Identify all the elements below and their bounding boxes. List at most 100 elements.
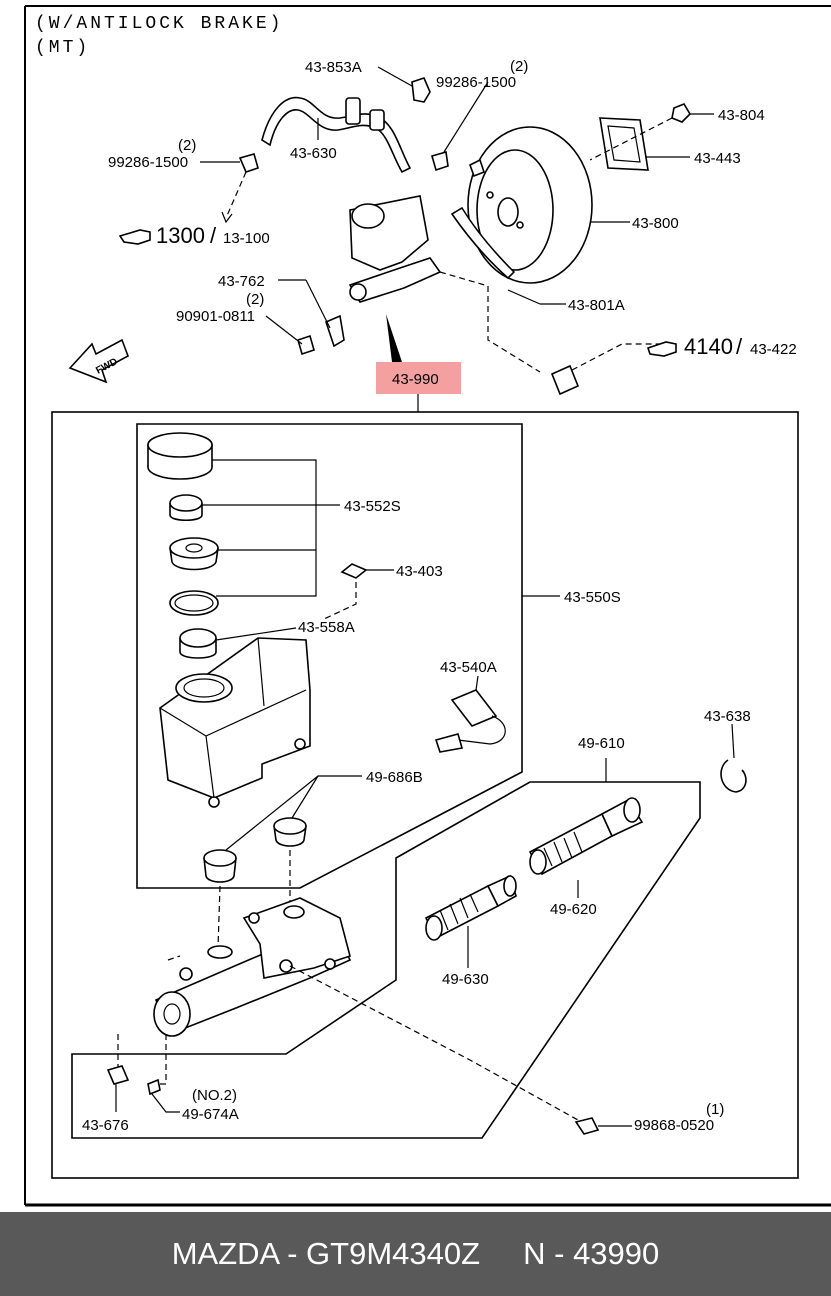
ref-4140: 4140 (684, 334, 733, 359)
label-49-674A: 49-674A (182, 1106, 239, 1123)
dash-line-nut (589, 117, 673, 161)
label-qty: (2) (510, 58, 528, 75)
fwd-arrow-icon: FWD (68, 338, 129, 384)
ref-13-100: 13-100 (223, 230, 270, 247)
label-43-990: 43-990 (392, 371, 439, 388)
parts-diagram: (W/ANTILOCK BRAKE) (MT) (24, 5, 831, 1207)
bolt-90901-0811 (297, 334, 315, 356)
cap-seal (169, 494, 203, 522)
label-43-540A: 43-540A (440, 659, 497, 676)
label-43-638: 43-638 (704, 708, 751, 725)
part-43-403 (340, 563, 368, 579)
nut-43-804 (671, 103, 692, 123)
dash-line-screw (289, 965, 579, 1121)
dash-line (217, 885, 221, 949)
label-49-630: 49-630 (442, 971, 489, 988)
dash-line (154, 1034, 167, 1085)
label-qty: (2) (246, 291, 264, 308)
header-condition: (W/ANTILOCK BRAKE) (35, 14, 283, 34)
grommet-49-686B-left (203, 849, 237, 883)
label-43-443: 43-443 (694, 150, 741, 167)
leader-line (507, 289, 541, 305)
footer-part-text: MAZDA - GT9M4340Z N - 43990 (171, 1236, 660, 1271)
leader-line (265, 315, 303, 345)
dash-line (321, 582, 357, 621)
label-49-620: 49-620 (550, 901, 597, 918)
leader-line (731, 723, 735, 759)
booster-check-valve (469, 158, 485, 178)
part-number-footer: MAZDA - GT9M4340Z N - 43990 (0, 1212, 831, 1296)
label-43-630: 43-630 (290, 145, 337, 162)
level-sensor-43-540A (434, 689, 506, 753)
dash-line (167, 955, 181, 961)
highlight-box (376, 362, 461, 394)
ref-1300: 1300 (156, 223, 205, 248)
gasket-inner (607, 125, 641, 163)
label-43-801A: 43-801A (568, 297, 625, 314)
screw-99868-0520 (574, 1117, 600, 1135)
label-43-558A: 43-558A (298, 619, 355, 636)
leader-line (443, 81, 489, 153)
hand-pointer-icon (118, 229, 151, 245)
reservoir-kit-box-43-550S (136, 423, 523, 889)
clip-43-853A (411, 77, 431, 103)
grommet-43-558A (179, 628, 217, 659)
dash-line (225, 171, 247, 219)
ref-slash: / (210, 223, 217, 248)
o-ring-inner (174, 594, 214, 612)
nut-99286-right (431, 150, 449, 172)
piston-kit-box-49-610 (71, 781, 701, 1139)
stud-2 (516, 221, 524, 229)
arrow-head (221, 211, 233, 224)
cap-49-674A (147, 1078, 161, 1096)
label-49-610: 49-610 (578, 735, 625, 752)
label-99868-0520: 99868-0520 (634, 1117, 714, 1134)
label-43-800: 43-800 (632, 215, 679, 232)
leader-line (475, 675, 479, 691)
sleeve-43-801A (450, 206, 516, 280)
strainer (169, 537, 219, 571)
secondary-piston-49-630 (424, 874, 517, 941)
label-90901-0811: 90901-0811 (176, 308, 255, 325)
bracket-43-762 (325, 314, 345, 348)
dash-line-pushrod (439, 271, 541, 373)
label-no2: (NO.2) (192, 1087, 237, 1104)
hose-clamp-2 (369, 109, 385, 131)
pointer-arrow (386, 314, 402, 362)
assembly-box-43-990 (51, 411, 799, 1179)
label-43-804: 43-804 (718, 107, 765, 124)
ref-43-422: 43-422 (750, 341, 797, 358)
label-43-853A: 43-853A (305, 59, 362, 76)
reservoir-tank (159, 637, 311, 808)
stud (486, 191, 494, 199)
hand-pointer-icon (646, 341, 677, 357)
label-qty: (1) (706, 1101, 724, 1118)
leader-line (151, 1093, 180, 1113)
label-43-676: 43-676 (82, 1117, 129, 1134)
header-transmission: (MT) (35, 38, 90, 58)
nut-99286-left (238, 153, 259, 173)
label-99286-right: 99286-1500 (436, 74, 516, 91)
grommet-49-686B-right (273, 817, 307, 847)
bleeder-43-676 (106, 1065, 130, 1085)
label-qty: (2) (178, 137, 196, 154)
reservoir-cap-top (351, 203, 385, 229)
cylinder-end (349, 283, 367, 301)
gasket-43-443 (599, 117, 649, 171)
ref-slash: / (736, 334, 743, 359)
leader-line (215, 627, 297, 641)
circlip-43-638 (720, 759, 747, 793)
label-49-686B: 49-686B (366, 769, 423, 786)
label-43-552S: 43-552S (344, 498, 401, 515)
master-cylinder-body (153, 897, 352, 1037)
label-43-550S: 43-550S (564, 589, 621, 606)
leader-line (291, 775, 319, 819)
primary-piston-49-620 (528, 797, 644, 876)
leader-line (305, 279, 331, 329)
label-43-762: 43-762 (218, 273, 265, 290)
hose-clamp (345, 97, 361, 125)
label-43-403: 43-403 (396, 563, 443, 580)
dash-line-ref (571, 343, 660, 371)
reservoir-cap (147, 432, 213, 480)
leader-line (377, 66, 413, 87)
